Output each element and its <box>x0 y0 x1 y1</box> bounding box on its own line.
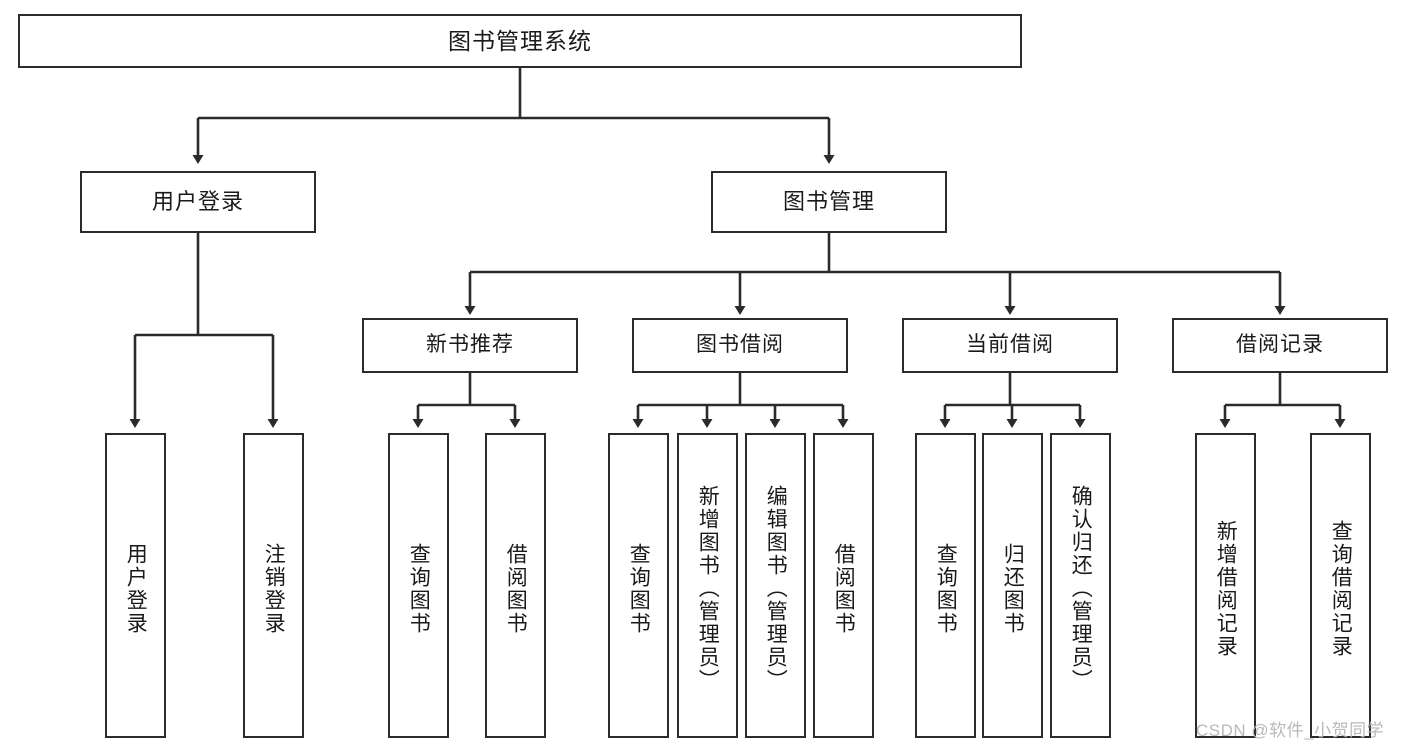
leaf-borrow-book-recommend[interactable]: 借阅图书 <box>485 433 546 738</box>
leaf-confirm-return-admin[interactable]: 确认归还（管理员） <box>1050 433 1111 738</box>
node-current-borrow[interactable]: 当前借阅 <box>902 318 1118 373</box>
node-label: 借阅记录 <box>1236 333 1324 357</box>
leaf-add-borrow-record[interactable]: 新增借阅记录 <box>1195 433 1256 738</box>
node-root-book-management-system[interactable]: 图书管理系统 <box>18 14 1022 68</box>
node-label: 图书管理系统 <box>448 27 592 54</box>
node-label: 图书借阅 <box>696 333 784 357</box>
leaf-label: 新增图书（管理员） <box>696 485 720 692</box>
node-book-management[interactable]: 图书管理 <box>711 171 947 233</box>
node-label: 当前借阅 <box>966 333 1054 357</box>
leaf-add-book-admin[interactable]: 新增图书（管理员） <box>677 433 738 738</box>
node-user-login[interactable]: 用户登录 <box>80 171 316 233</box>
leaf-label: 借阅图书 <box>832 542 856 635</box>
leaf-return-book[interactable]: 归还图书 <box>982 433 1043 738</box>
node-label: 用户登录 <box>151 189 244 215</box>
leaf-query-book-current[interactable]: 查询图书 <box>915 433 976 738</box>
leaf-label: 查询借阅记录 <box>1329 519 1353 658</box>
leaf-user-login[interactable]: 用户登录 <box>105 433 166 738</box>
leaf-query-book-borrow[interactable]: 查询图书 <box>608 433 669 738</box>
leaf-borrow-book-borrow[interactable]: 借阅图书 <box>813 433 874 738</box>
node-book-borrow[interactable]: 图书借阅 <box>632 318 848 373</box>
leaf-label: 确认归还（管理员） <box>1069 485 1093 692</box>
leaf-user-logout[interactable]: 注销登录 <box>243 433 304 738</box>
node-label: 新书推荐 <box>426 333 514 357</box>
leaf-label: 查询图书 <box>934 542 958 635</box>
leaf-label: 查询图书 <box>627 542 651 635</box>
node-new-book-recommend[interactable]: 新书推荐 <box>362 318 578 373</box>
csdn-watermark: CSDN @软件_小贺同学 <box>1196 721 1385 740</box>
leaf-edit-book-admin[interactable]: 编辑图书（管理员） <box>745 433 806 738</box>
leaf-label: 注销登录 <box>262 542 286 635</box>
leaf-label: 新增借阅记录 <box>1214 519 1238 658</box>
node-label: 图书管理 <box>782 189 875 215</box>
leaf-label: 查询图书 <box>407 542 431 635</box>
leaf-query-book-recommend[interactable]: 查询图书 <box>388 433 449 738</box>
leaf-label: 借阅图书 <box>504 542 528 635</box>
leaf-query-borrow-record[interactable]: 查询借阅记录 <box>1310 433 1371 738</box>
leaf-label: 归还图书 <box>1001 542 1025 635</box>
leaf-label: 用户登录 <box>124 542 148 635</box>
leaf-label: 编辑图书（管理员） <box>764 485 788 692</box>
node-borrow-record[interactable]: 借阅记录 <box>1172 318 1388 373</box>
